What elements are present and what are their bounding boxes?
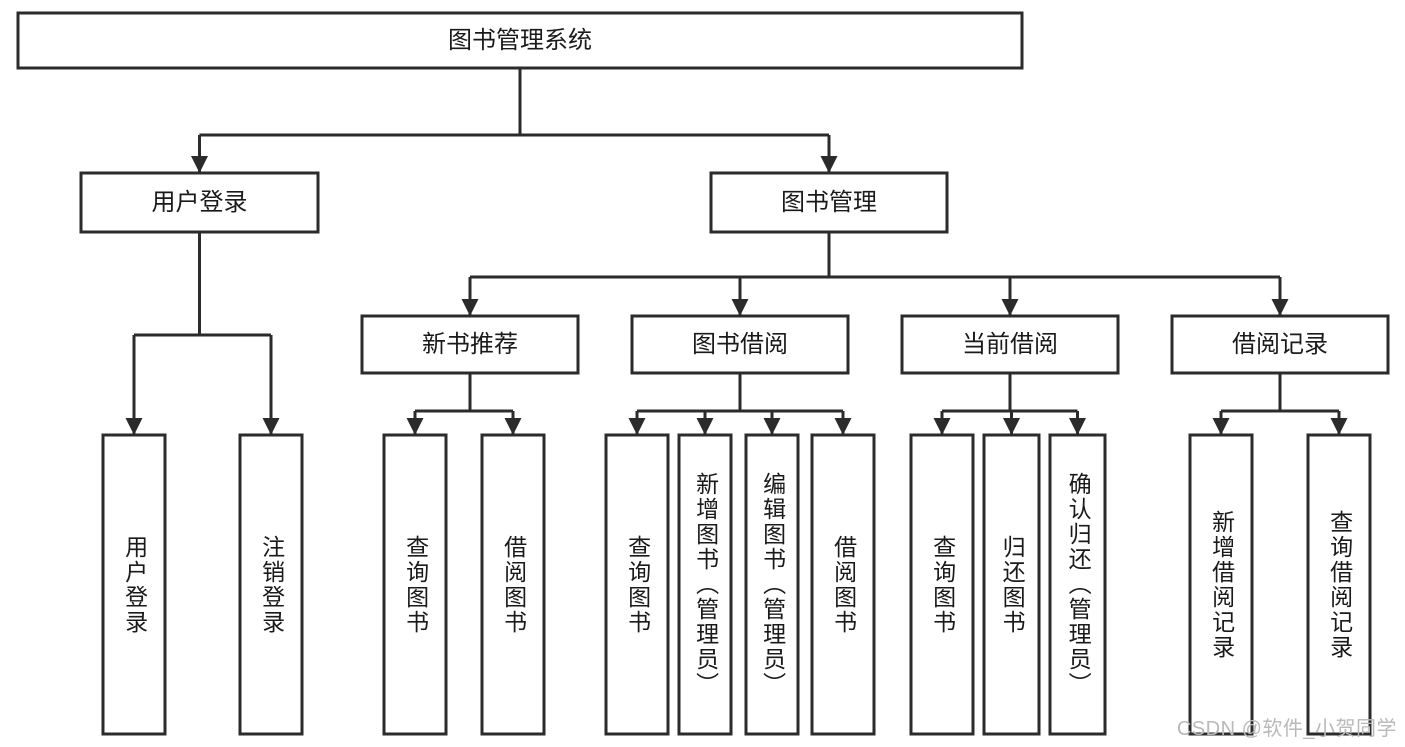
node-box-user-login[interactable] — [79, 171, 320, 234]
node-box-leaf-query-book-borrow[interactable] — [604, 433, 670, 736]
node-box-borrow-record[interactable] — [1170, 314, 1390, 375]
node-box-leaf-user-login[interactable] — [101, 433, 167, 736]
node-box-current-borrow[interactable] — [900, 314, 1120, 375]
node-box-leaf-query-book-rec[interactable] — [382, 433, 448, 736]
node-box-leaf-return-book[interactable] — [982, 433, 1041, 736]
node-box-leaf-borrow-book-rec[interactable] — [480, 433, 546, 736]
node-box-new-book-rec[interactable] — [360, 314, 580, 375]
node-label-root: 图书管理系统 — [448, 27, 592, 54]
node-box-leaf-logout[interactable] — [238, 433, 304, 736]
node-label-borrow-record: 借阅记录 — [1232, 331, 1328, 358]
connector-lines — [125, 68, 1348, 435]
node-box-leaf-query-record[interactable] — [1306, 433, 1372, 736]
node-box-book-borrow[interactable] — [630, 314, 850, 375]
node-box-leaf-add-book[interactable] — [677, 433, 733, 736]
node-box-leaf-borrow-book[interactable] — [810, 433, 876, 736]
node-label-current-borrow: 当前借阅 — [962, 331, 1058, 358]
node-boxes — [16, 11, 1390, 736]
node-label-user-login: 用户登录 — [152, 189, 248, 216]
node-label-book-manage: 图书管理 — [781, 189, 877, 216]
node-label-new-book-rec: 新书推荐 — [422, 331, 518, 358]
node-box-book-manage[interactable] — [709, 171, 949, 234]
node-label-book-borrow: 图书借阅 — [692, 331, 788, 358]
node-box-leaf-query-book-cur[interactable] — [909, 433, 975, 736]
node-box-leaf-edit-book[interactable] — [744, 433, 800, 736]
node-box-root[interactable] — [16, 11, 1024, 70]
node-box-leaf-confirm-return[interactable] — [1048, 433, 1107, 736]
node-box-leaf-add-record[interactable] — [1188, 433, 1254, 736]
